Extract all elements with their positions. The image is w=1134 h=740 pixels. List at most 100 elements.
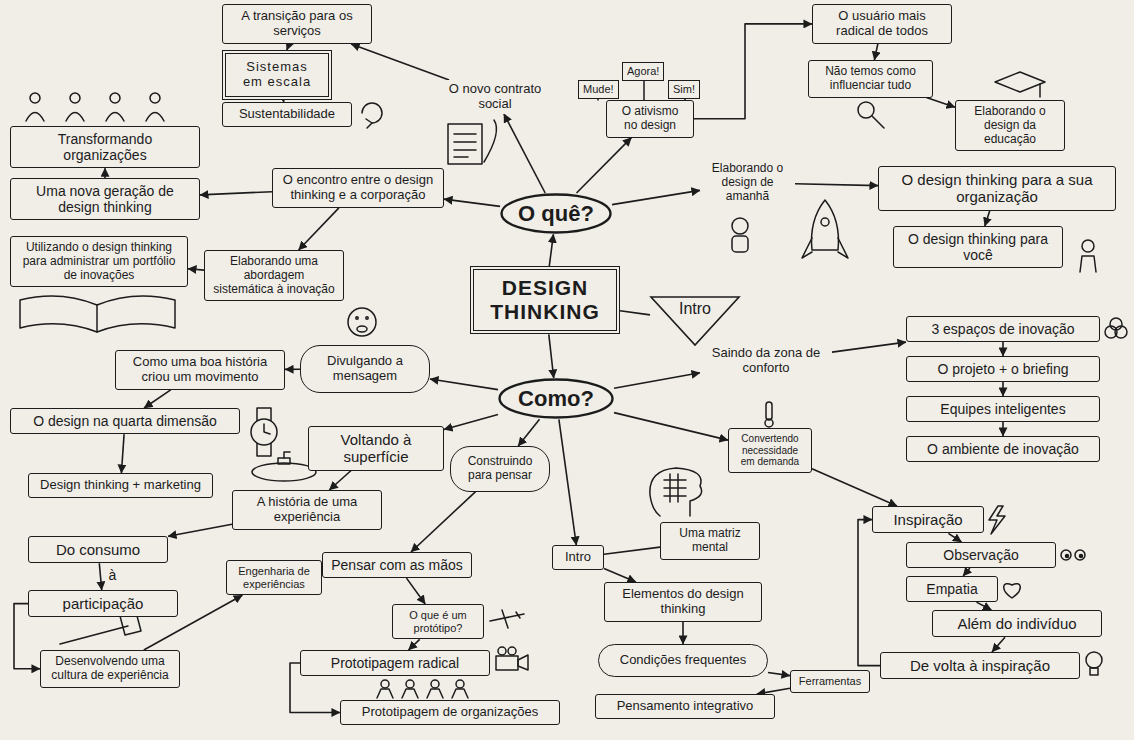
submarine-icon — [252, 452, 316, 481]
connector-arrow — [858, 520, 880, 666]
topic-box: O projeto + o briefing — [906, 356, 1100, 382]
connector-arrow — [121, 434, 124, 473]
connector-arrow — [411, 492, 476, 552]
node-text: Inspiração — [880, 511, 976, 528]
people-icon — [26, 93, 164, 121]
topic-box: participação — [28, 590, 178, 617]
topic-text-node: O novo contrato social — [440, 80, 550, 114]
node-text: Como? — [512, 386, 600, 411]
topic-box: Empatia — [906, 576, 998, 602]
film-camera-icon — [496, 647, 528, 670]
connector-arrow — [104, 168, 106, 178]
watch-icon — [251, 408, 277, 456]
node-text: O projeto + o briefing — [914, 361, 1092, 377]
connector-arrow — [992, 637, 1005, 652]
cloud-bubble: Construindo para pensar — [450, 446, 550, 492]
rocket-icon — [802, 200, 848, 258]
connector-arrow — [963, 568, 970, 576]
connector-arrow — [604, 569, 636, 583]
topic-box: Convertendo necessidade em demanda — [728, 428, 812, 473]
topic-box: Desenvolvendo uma cultura de experiência — [40, 650, 180, 688]
node-text: Sustentabilidade — [230, 107, 344, 122]
node-text: Utilizando o design thinking para admini… — [18, 241, 180, 282]
node-text: participação — [36, 595, 170, 612]
connector-arrow — [144, 390, 171, 408]
document-icon — [448, 120, 496, 164]
graduation-cap-icon — [995, 72, 1045, 97]
topic-box: Pensamento integrativo — [595, 694, 775, 719]
topic-box: O design thinking para você — [893, 226, 1063, 268]
node-text: Elaborando o design da educação — [963, 105, 1057, 146]
topic-box: Sustentabilidade — [222, 102, 352, 127]
topic-box: O que é um protótipo? — [392, 604, 484, 639]
topic-box: Utilizando o design thinking para admini… — [10, 236, 188, 287]
node-text: Uma nova geração de design thinking — [18, 183, 192, 215]
connector-arrow — [407, 578, 426, 604]
connector-arrow — [620, 311, 650, 315]
magnifier-icon — [858, 102, 884, 128]
topic-box: Como uma boa história criou um movimento — [115, 350, 285, 390]
node-text: Ferramentas — [798, 675, 862, 688]
connector-arrow — [299, 208, 339, 250]
node-text: A história de uma experiência — [240, 495, 374, 525]
connector-arrow — [200, 192, 272, 195]
node-text: Desenvolvendo uma cultura de experiência — [48, 655, 172, 683]
node-text: Elaborando o design de amanhã — [704, 162, 791, 203]
connector-arrow — [168, 524, 232, 536]
topic-box: A transição para os serviços — [222, 4, 372, 44]
topic-box: 3 espaços de inovação — [906, 316, 1100, 342]
topic-box: Elaborando o design da educação — [955, 100, 1065, 151]
connector-arrow — [612, 190, 700, 204]
node-text: O usuário mais radical de todos — [820, 9, 944, 39]
node-text: Equipes inteligentes — [914, 401, 1092, 417]
connector-arrow — [604, 547, 660, 554]
topic-box: Prototipagem de organizações — [340, 700, 560, 725]
connector-arrow — [444, 199, 500, 206]
cloud-bubble: Condições frequentes — [598, 644, 768, 677]
topic-box: O ativismo no design — [606, 100, 694, 138]
node-text: O quê? — [514, 201, 598, 226]
node-text: O design thinking para você — [901, 231, 1055, 263]
node-text: Convertendo necessidade em demanda — [736, 433, 804, 468]
topic-box: O ambiente de inovação — [906, 436, 1100, 462]
connector-arrow — [188, 269, 204, 270]
node-text: Observação — [914, 547, 1048, 563]
node-text: Elaborando uma abordagem sistemática à i… — [212, 255, 336, 296]
node-text: Empatia — [914, 581, 990, 597]
topic-box: O design thinking para a sua organização — [878, 166, 1116, 211]
connector-arrow — [329, 471, 351, 491]
connector-arrow — [99, 563, 101, 590]
protest-sign: Agora! — [622, 62, 664, 81]
connector-arrow — [285, 368, 300, 370]
connector-arrow — [614, 413, 728, 441]
node-text: Condições frequentes — [611, 653, 755, 668]
connector-arrow — [351, 44, 449, 80]
branch-ellipse: O quê? — [500, 193, 612, 234]
node-text: O ativismo no design — [614, 105, 686, 133]
connector-arrow — [549, 234, 553, 266]
eyes-icon — [1061, 550, 1085, 560]
airplane-icon — [490, 610, 524, 628]
connector-arrow — [926, 98, 955, 108]
connector-arrow — [832, 342, 906, 352]
node-text: Sistemas em escala — [234, 60, 320, 90]
node-text: DESIGN THINKING — [482, 276, 608, 324]
node-text: O que é um protótipo? — [400, 609, 476, 634]
topic-box: Elementos do design thinking — [604, 582, 762, 622]
connector-arrow — [549, 334, 554, 378]
node-text: Intro — [658, 300, 732, 318]
node-text: O novo contrato social — [444, 82, 546, 112]
connector-arrow — [614, 373, 700, 388]
connector-arrow — [682, 622, 684, 644]
topic-box: Ferramentas — [790, 670, 870, 693]
topic-box: Inspiração — [872, 506, 984, 533]
topic-box: Além do indivíduo — [932, 610, 1102, 637]
connector-arrow — [577, 138, 632, 193]
connector-arrow — [559, 419, 576, 545]
node-text: Uma matriz mental — [668, 527, 752, 555]
speaking-head-icon — [348, 308, 376, 336]
connector-arrow — [977, 602, 992, 610]
astronaut-icon — [732, 218, 748, 252]
protest-sign: Sim! — [668, 80, 700, 99]
